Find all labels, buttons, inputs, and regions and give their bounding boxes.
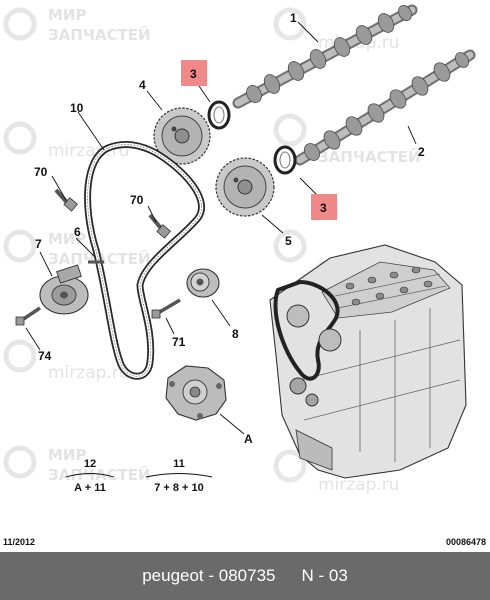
watermark-pin-icon [3, 339, 37, 373]
callout-A: A [244, 432, 253, 446]
callout-5: 5 [285, 234, 292, 248]
diagram-reference: 00086478 [445, 537, 486, 547]
camshaft-lower [294, 49, 476, 166]
exploded-parts-diagram: МИР ЗАПЧАСТЕЙ mirzap.ru mirzap.ru ЗАПЧАС… [3, 4, 476, 495]
watermark-brand-line1: МИР [48, 230, 86, 248]
bolt-tensioner [15, 306, 41, 326]
callout-8: 8 [232, 327, 239, 341]
watermark-brand-line2: ЗАПЧАСТЕЙ [318, 147, 421, 166]
bolt-middle [148, 213, 171, 239]
callout-10: 10 [70, 101, 84, 115]
watermark-mid-right: ЗАПЧАСТЕЙ [273, 113, 421, 166]
bolt-idler [151, 298, 181, 319]
timing-belt [84, 141, 205, 380]
kit-contents: A + 11 [74, 482, 106, 494]
watermark-bottom-left: МИР ЗАПЧАСТЕЙ [3, 445, 151, 484]
highlight-box-seal-lower [311, 194, 337, 220]
kit-contents: 7 + 8 + 10 [154, 482, 204, 494]
callout-71: 71 [172, 335, 186, 349]
camshaft-sprocket-lower [215, 157, 275, 217]
diagram-date: 11/2012 [3, 537, 36, 547]
leader-lines [25, 21, 417, 435]
kit-11: 11 7 + 8 + 10 [145, 458, 213, 494]
callout-3-lower: 3 [320, 201, 327, 215]
kit-number: 11 [173, 458, 185, 470]
callout-70-left: 70 [34, 165, 48, 179]
caption-text: peugeot - 080735 N - 03 [142, 566, 348, 586]
callout-4: 4 [139, 78, 146, 92]
highlight-box-seal-upper [181, 60, 207, 86]
callout-70-middle: 70 [130, 193, 144, 207]
seal-ring-upper [207, 100, 231, 130]
watermark-mid-left: mirzap.ru [3, 121, 130, 161]
water-pump [165, 365, 227, 421]
caption-bar: peugeot - 080735 N - 03 [0, 552, 490, 600]
watermark-pin-icon [3, 229, 37, 263]
watermark-brand-line1: МИР [48, 446, 86, 464]
watermark-top-left: МИР ЗАПЧАСТЕЙ [3, 6, 151, 44]
callout-3-upper: 3 [190, 67, 197, 81]
engine-block [269, 244, 467, 479]
belt-tensioner [39, 264, 89, 315]
callout-7: 7 [35, 237, 42, 251]
seal-ring-lower [273, 145, 297, 175]
callout-1: 1 [290, 11, 297, 25]
caption-brand-part: peugeot - 080735 [142, 566, 276, 585]
watermark-domain: mirzap.ru [318, 475, 400, 495]
watermark-pin-icon [3, 7, 37, 41]
watermark-brand-line2: ЗАПЧАСТЕЙ [48, 25, 151, 44]
idler-pulley [186, 268, 220, 298]
watermark-pin-icon [273, 449, 307, 483]
kit-12: 12 A + 11 [65, 458, 115, 494]
bolt-upper-left [54, 188, 78, 212]
watermark-lower-left: mirzap.ru [3, 339, 130, 383]
camshaft-sprocket-upper [153, 107, 211, 165]
callout-74: 74 [38, 349, 52, 363]
watermark-domain: mirzap.ru [48, 363, 130, 383]
callout-2: 2 [418, 145, 425, 159]
watermark-pin-icon [273, 113, 307, 147]
caption-page: N - 03 [301, 566, 348, 585]
watermark-pin-icon [3, 445, 37, 479]
watermark-group: МИР ЗАПЧАСТЕЙ mirzap.ru mirzap.ru ЗАПЧАС… [3, 6, 421, 495]
camshaft-upper [232, 4, 418, 109]
watermark-brand-line2: ЗАПЧАСТЕЙ [48, 465, 151, 484]
watermark-bottom-right: mirzap.ru [273, 449, 400, 495]
watermark-pin-icon [3, 121, 37, 155]
watermark-pin-icon [273, 229, 307, 263]
kit-number: 12 [84, 458, 96, 470]
watermark-pin-icon [273, 7, 307, 41]
callout-6: 6 [74, 225, 81, 239]
watermark-brand-line1: МИР [48, 6, 86, 24]
